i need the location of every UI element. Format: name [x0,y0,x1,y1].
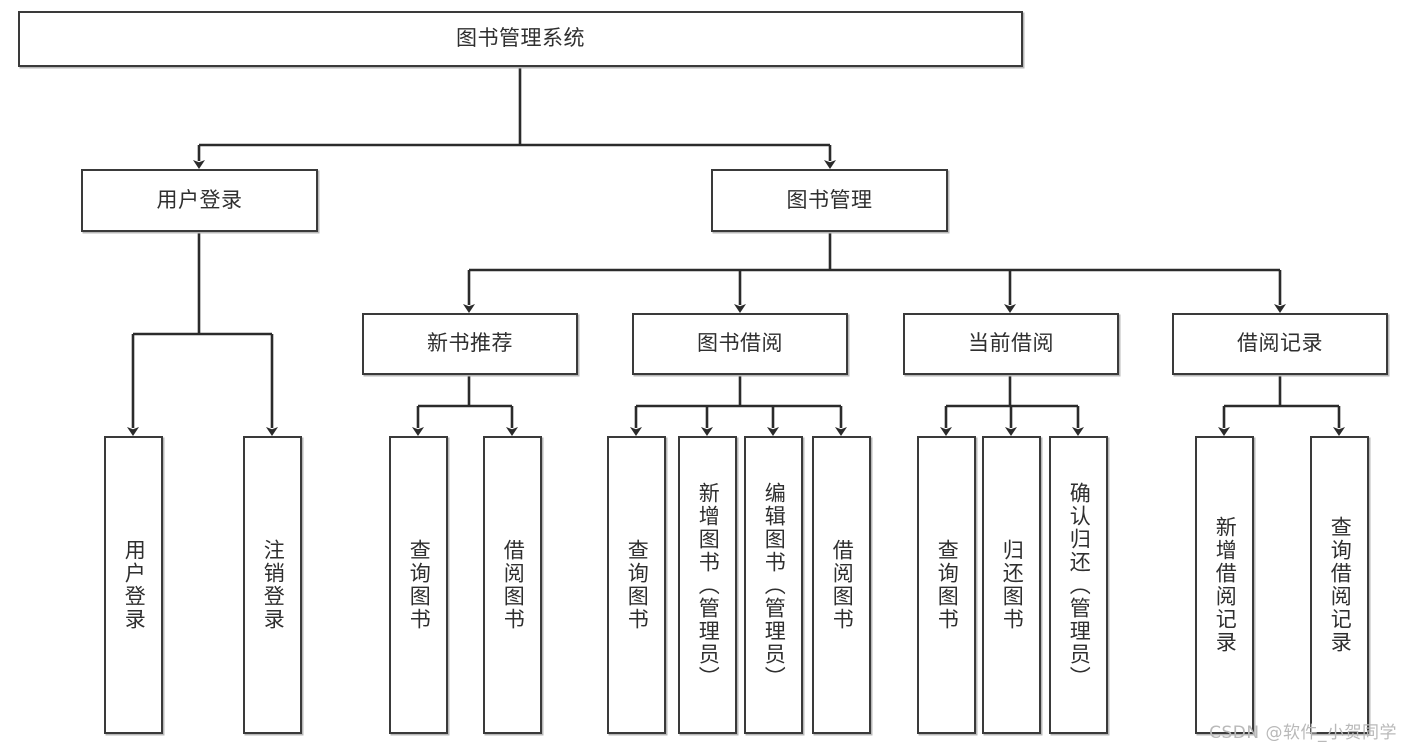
node-leaf-confirm-return[interactable]: 确认归还（管理员） [1049,436,1108,734]
node-leaf-query-book-3-label: 查询图书 [935,539,960,631]
node-user-login[interactable]: 用户登录 [81,169,318,232]
node-book-management-label: 图书管理 [786,187,873,212]
node-book-borrow[interactable]: 图书借阅 [632,313,848,375]
node-current-borrow[interactable]: 当前借阅 [903,313,1119,375]
node-leaf-query-record[interactable]: 查询借阅记录 [1310,436,1369,734]
node-leaf-return-book[interactable]: 归还图书 [982,436,1041,734]
node-new-book-recommend-label: 新书推荐 [427,331,513,356]
node-leaf-add-record-label: 新增借阅记录 [1213,516,1238,654]
node-leaf-add-record[interactable]: 新增借阅记录 [1195,436,1254,734]
csdn-watermark: CSDN @软件_小贺同学 [1209,723,1397,743]
node-leaf-borrow-book-2[interactable]: 借阅图书 [812,436,871,734]
node-root-label: 图书管理系统 [456,26,585,51]
node-leaf-user-login-label: 用户登录 [122,539,147,631]
node-leaf-query-record-label: 查询借阅记录 [1328,516,1353,654]
node-leaf-borrow-book-1-label: 借阅图书 [501,539,526,631]
node-leaf-edit-book[interactable]: 编辑图书（管理员） [744,436,803,734]
node-book-management[interactable]: 图书管理 [711,169,948,232]
node-borrow-record[interactable]: 借阅记录 [1172,313,1388,375]
node-new-book-recommend[interactable]: 新书推荐 [362,313,578,375]
node-leaf-borrow-book-2-label: 借阅图书 [830,539,855,631]
node-leaf-edit-book-label: 编辑图书（管理员） [762,481,787,689]
node-leaf-user-login[interactable]: 用户登录 [104,436,163,734]
node-leaf-borrow-book-1[interactable]: 借阅图书 [483,436,542,734]
node-leaf-query-book-1[interactable]: 查询图书 [389,436,448,734]
node-book-borrow-label: 图书借阅 [697,331,783,356]
node-leaf-confirm-return-label: 确认归还（管理员） [1067,481,1092,689]
node-current-borrow-label: 当前借阅 [968,331,1054,356]
node-leaf-query-book-2[interactable]: 查询图书 [607,436,666,734]
node-leaf-return-book-label: 归还图书 [1000,539,1025,631]
node-leaf-query-book-1-label: 查询图书 [407,539,432,631]
node-leaf-add-book[interactable]: 新增图书（管理员） [678,436,737,734]
node-leaf-query-book-3[interactable]: 查询图书 [917,436,976,734]
node-leaf-add-book-label: 新增图书（管理员） [696,481,721,689]
node-borrow-record-label: 借阅记录 [1237,331,1323,356]
node-user-login-label: 用户登录 [156,187,243,212]
node-root[interactable]: 图书管理系统 [18,11,1023,67]
node-leaf-logout[interactable]: 注销登录 [243,436,302,734]
node-leaf-logout-label: 注销登录 [261,539,286,631]
node-leaf-query-book-2-label: 查询图书 [625,539,650,631]
